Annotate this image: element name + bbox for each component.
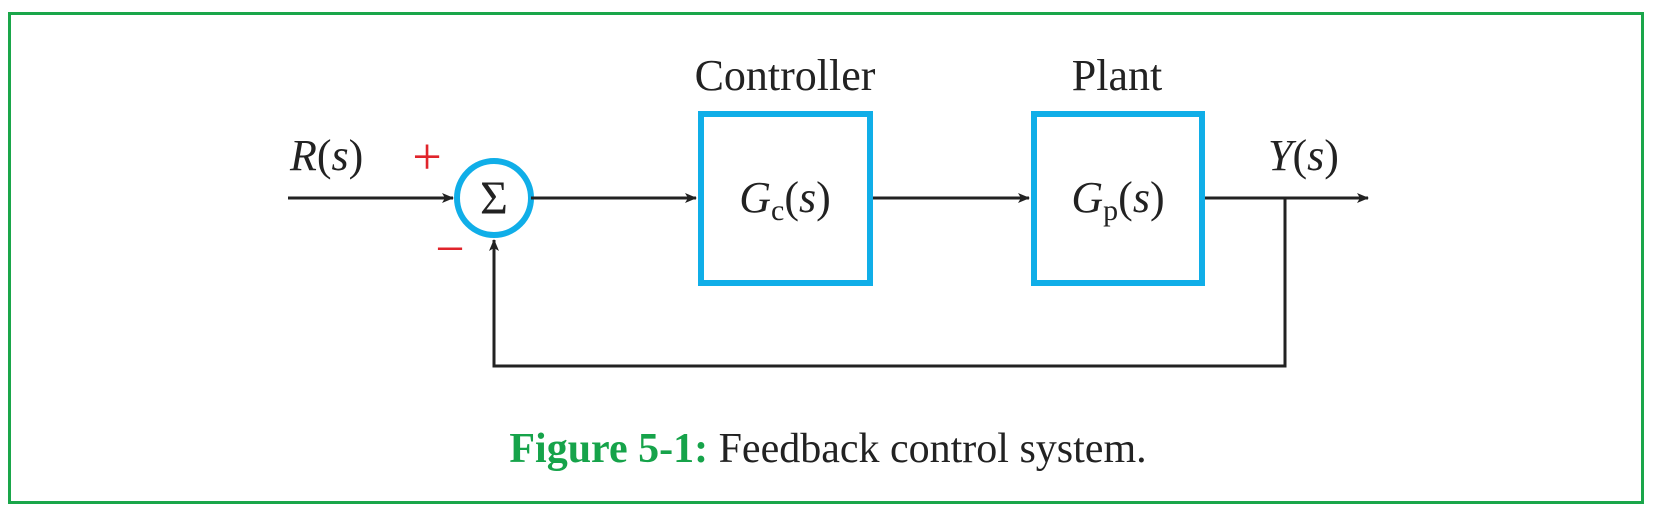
plus-sign: + — [412, 129, 441, 186]
feedback-path — [489, 198, 1287, 368]
controller-heading: Controller — [695, 51, 876, 100]
caption-label: Figure 5-1: — [509, 426, 708, 472]
caption-text: Feedback control system. — [708, 426, 1147, 472]
controller-block — [698, 111, 873, 286]
figure-caption: Figure 5-1: Feedback control system. — [509, 426, 1146, 472]
plant-heading: Plant — [1072, 51, 1162, 100]
plant-block — [1031, 111, 1205, 286]
minus-sign: − — [435, 221, 464, 278]
summing-symbol: Σ — [480, 172, 508, 225]
controller-transfer-function: Gc(s) — [739, 173, 831, 227]
figure-frame — [8, 12, 1644, 504]
plant-transfer-function: Gp(s) — [1071, 173, 1164, 227]
output-signal-label: Y(s) — [1268, 131, 1339, 180]
input-signal-label: R(s) — [289, 131, 363, 180]
